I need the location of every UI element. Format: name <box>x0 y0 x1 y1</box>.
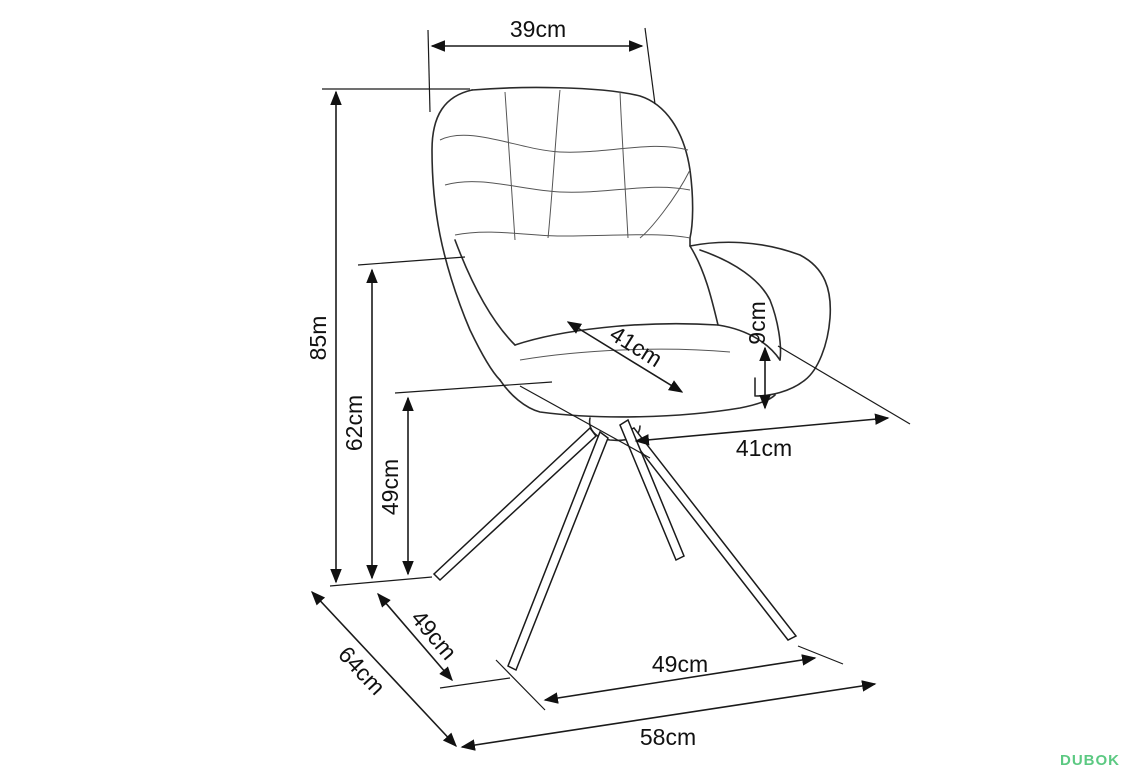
label-top-width: 39cm <box>510 16 566 42</box>
dimension-lines <box>311 27 911 751</box>
label-total-height: 85m <box>305 316 331 361</box>
total-width-line <box>460 680 877 751</box>
back-right-leg <box>619 418 685 562</box>
label-total-width: 58cm <box>640 724 696 750</box>
label-total-depth: 64cm <box>333 641 390 700</box>
seat-depth-line <box>566 321 684 393</box>
label-armrest-above-seat: 9cm <box>744 301 770 344</box>
label-armrest-height: 62cm <box>341 395 367 451</box>
total-depth-line <box>311 590 457 748</box>
dubok-watermark-logo: DUBOK <box>1060 752 1120 769</box>
back-left-leg <box>432 426 598 582</box>
label-seat-height: 49cm <box>377 459 403 515</box>
label-base-width: 49cm <box>652 651 708 677</box>
dimension-labels: 39cm 85m 62cm 49cm 41cm 9cm 41cm 49cm 49… <box>305 16 792 750</box>
label-base-depth: 49cm <box>406 605 462 665</box>
label-seat-width: 41cm <box>736 435 792 461</box>
front-left-leg <box>507 430 609 672</box>
chair-illustration <box>431 86 832 672</box>
seat-width-line <box>634 413 890 446</box>
